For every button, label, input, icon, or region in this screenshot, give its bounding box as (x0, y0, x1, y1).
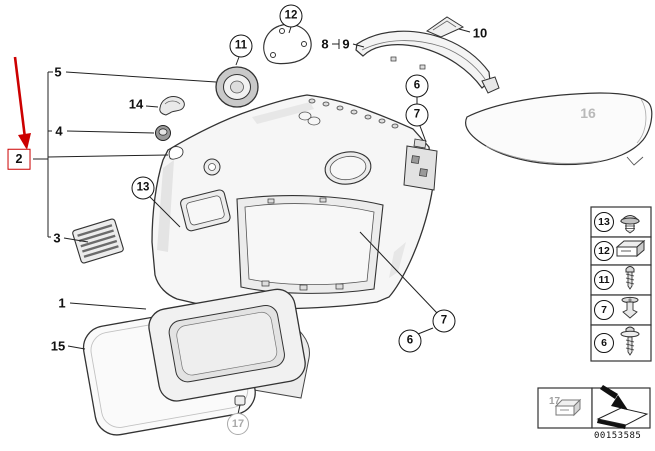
grommet-shape (155, 125, 171, 141)
callout-9[interactable]: 9 (342, 36, 350, 52)
expansion-rivet-icon (621, 296, 639, 319)
callout-6-lower[interactable]: 6 (398, 329, 422, 353)
callout-16[interactable]: 16 (580, 105, 596, 121)
callout-10[interactable]: 10 (472, 25, 488, 41)
storage-frame-shape (148, 288, 306, 402)
corner-trim-shape (425, 16, 465, 38)
legend-item-12[interactable]: 12 (594, 241, 614, 261)
push-rivet-icon (619, 215, 641, 234)
callout-8[interactable]: 8 (321, 36, 329, 52)
screw-washer-icon (620, 326, 640, 356)
legend-item-6[interactable]: 6 (594, 333, 614, 353)
clip-14-shape (159, 96, 185, 116)
leader-lines (33, 26, 471, 415)
diagram-code: 00153585 (594, 431, 642, 441)
main-panel-shape (151, 94, 434, 310)
legend-item-11[interactable]: 11 (594, 270, 614, 290)
rear-panel-shape (465, 92, 653, 166)
speaker-cover-shape (215, 66, 259, 108)
highlight-arrow (13, 56, 31, 150)
callout-4[interactable]: 4 (55, 123, 63, 139)
legend-grid (537, 206, 652, 429)
legend-item-7[interactable]: 7 (594, 300, 614, 320)
callout-13[interactable]: 13 (131, 176, 155, 200)
callout-3[interactable]: 3 (53, 230, 61, 246)
legend-item-17[interactable]: 17 (549, 396, 561, 407)
callout-14[interactable]: 14 (128, 96, 144, 112)
vent-grille-shape (72, 218, 124, 264)
callout-15[interactable]: 15 (50, 338, 66, 354)
bottom-clip-shape (234, 395, 246, 406)
legend-item-13[interactable]: 13 (594, 212, 614, 232)
mount-bracket-shape (403, 138, 438, 191)
callout-2-highlight[interactable]: 2 (7, 148, 31, 170)
trim-clip-icon (554, 398, 582, 417)
callout-1[interactable]: 1 (58, 295, 66, 311)
gasket-shape (263, 23, 312, 65)
callout-12[interactable]: 12 (279, 4, 303, 28)
callout-7-upper[interactable]: 7 (405, 103, 429, 127)
callout-17-bottom[interactable]: 17 (227, 413, 249, 435)
callout-5[interactable]: 5 (54, 64, 62, 80)
clip-icon (615, 239, 646, 258)
trim-strip-shape (355, 30, 500, 94)
direction-arrow-icon (596, 385, 649, 429)
callout-11[interactable]: 11 (229, 34, 253, 58)
callout-6-upper[interactable]: 6 (405, 74, 429, 98)
screw-icon (625, 266, 635, 290)
callout-7-lower[interactable]: 7 (432, 309, 456, 333)
